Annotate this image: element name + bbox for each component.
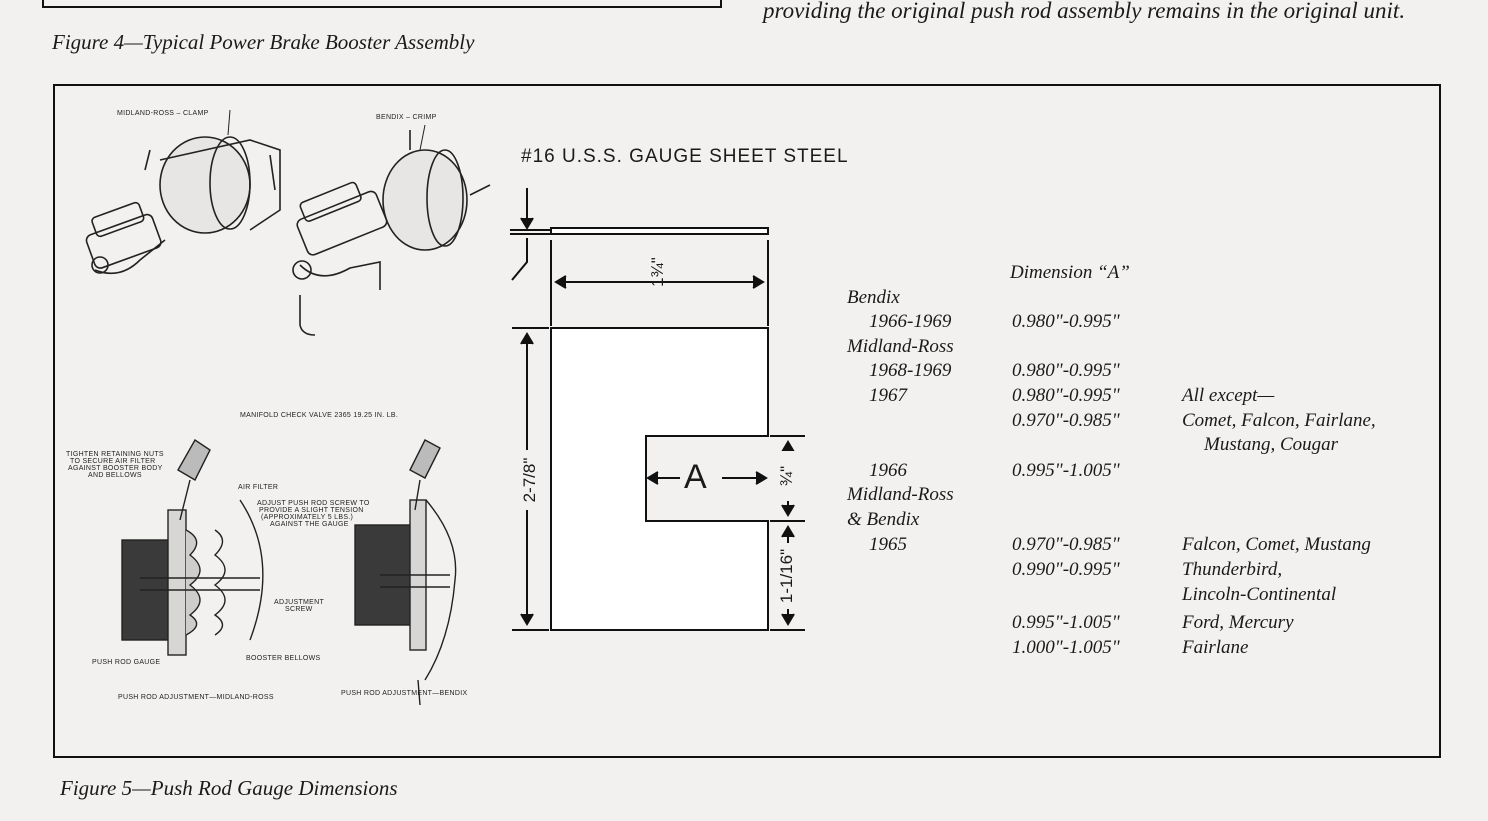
label-adjustment-bendix: PUSH ROD ADJUSTMENT—BENDIX: [341, 690, 468, 697]
table-row-label: 1967: [869, 385, 907, 406]
label-push-rod-gauge: PUSH ROD GAUGE: [92, 659, 161, 666]
gauge-notch-offset: 1-1/16": [777, 543, 797, 609]
label-midland-ross-clamp: MIDLAND-ROSS – CLAMP: [117, 110, 209, 117]
table-row-note: All except—: [1182, 385, 1275, 406]
previous-figure-border: [42, 0, 722, 8]
table-row-label: 1966: [869, 460, 907, 481]
label-adjustment-screw-2: SCREW: [285, 606, 313, 613]
table-header: Dimension “A”: [1010, 262, 1130, 283]
label-adjustment-screw-1: ADJUSTMENT: [274, 599, 325, 606]
label-adjust-4: AGAINST THE GAUGE: [270, 521, 349, 528]
table-row-label: Midland-Ross: [847, 336, 954, 357]
table-row-label: Bendix: [847, 287, 900, 308]
figure5-frame: [53, 84, 1441, 758]
table-row-note: Comet, Falcon, Fairlane,: [1182, 410, 1376, 431]
label-booster-bellows: BOOSTER BELLOWS: [246, 655, 321, 662]
figure5-caption: Figure 5—Push Rod Gauge Dimensions: [60, 776, 398, 800]
table-row-note: Lincoln-Continental: [1182, 584, 1337, 605]
push-rod-adjustment-midland-ross-illustration: [121, 439, 264, 656]
table-row-label: 1966-1969: [869, 311, 952, 332]
table-row-note: Fairlane: [1182, 637, 1249, 658]
table-row-dimension: 0.980"-0.995": [1012, 360, 1120, 381]
gauge-width-dimension: 1¾": [648, 257, 667, 287]
midland-ross-booster-illustration: [85, 109, 281, 275]
label-tighten-nuts-2: TO SECURE AIR FILTER: [70, 458, 156, 465]
gauge-material-title: #16 U.S.S. GAUGE SHEET STEEL: [521, 146, 849, 167]
table-row-dimension: 0.970"-0.985": [1012, 410, 1120, 431]
table-row-dimension: 0.990"-0.995": [1012, 559, 1120, 580]
label-air-filter: AIR FILTER: [238, 484, 279, 491]
label-bendix-crimp: BENDIX – CRIMP: [376, 114, 437, 121]
body-text: providing the original push rod assembly…: [763, 0, 1406, 23]
table-row-label: & Bendix: [847, 509, 920, 530]
label-adjustment-midland-ross: PUSH ROD ADJUSTMENT—MIDLAND-ROSS: [118, 694, 274, 701]
table-row-dimension: 1.000"-1.005": [1012, 637, 1120, 658]
label-tighten-nuts-4: AND BELLOWS: [88, 472, 142, 479]
table-row-note: Ford, Mercury: [1182, 612, 1294, 633]
label-adjust-1: ADJUST PUSH ROD SCREW TO: [257, 500, 370, 507]
table-row-label: 1968-1969: [869, 360, 952, 381]
table-row-note: Mustang, Cougar: [1204, 434, 1339, 455]
table-row-dimension: 0.980"-0.995": [1012, 385, 1120, 406]
table-row-dimension: 0.995"-1.005": [1012, 460, 1120, 481]
table-row-note: Thunderbird,: [1182, 559, 1283, 580]
gauge-notch-label: A: [684, 458, 707, 496]
bendix-booster-illustration: [292, 124, 491, 336]
table-row-dimension: 0.980"-0.995": [1012, 311, 1120, 332]
gauge-height-dimension: 2-7/8": [520, 450, 540, 510]
label-adjust-3: (APPROXIMATELY 5 LBS.): [261, 514, 354, 521]
push-rod-adjustment-bendix-illustration: [354, 439, 457, 706]
label-tighten-nuts-1: TIGHTEN RETAINING NUTS: [66, 451, 164, 458]
figure4-caption: Figure 4—Typical Power Brake Booster Ass…: [52, 30, 475, 54]
table-row-dimension: 0.995"-1.005": [1012, 612, 1120, 633]
gauge-notch-height: ¾": [777, 451, 797, 501]
label-tighten-nuts-3: AGAINST BOOSTER BODY: [68, 465, 163, 472]
label-manifold-check-valve: MANIFOLD CHECK VALVE 2365 19.25 IN. LB.: [240, 412, 399, 419]
label-adjust-2: PROVIDE A SLIGHT TENSION: [259, 507, 364, 514]
table-row-dimension: 0.970"-0.985": [1012, 534, 1120, 555]
table-row-note: Falcon, Comet, Mustang: [1182, 534, 1371, 555]
table-row-label: 1965: [869, 534, 907, 555]
table-row-label: Midland-Ross: [847, 484, 954, 505]
